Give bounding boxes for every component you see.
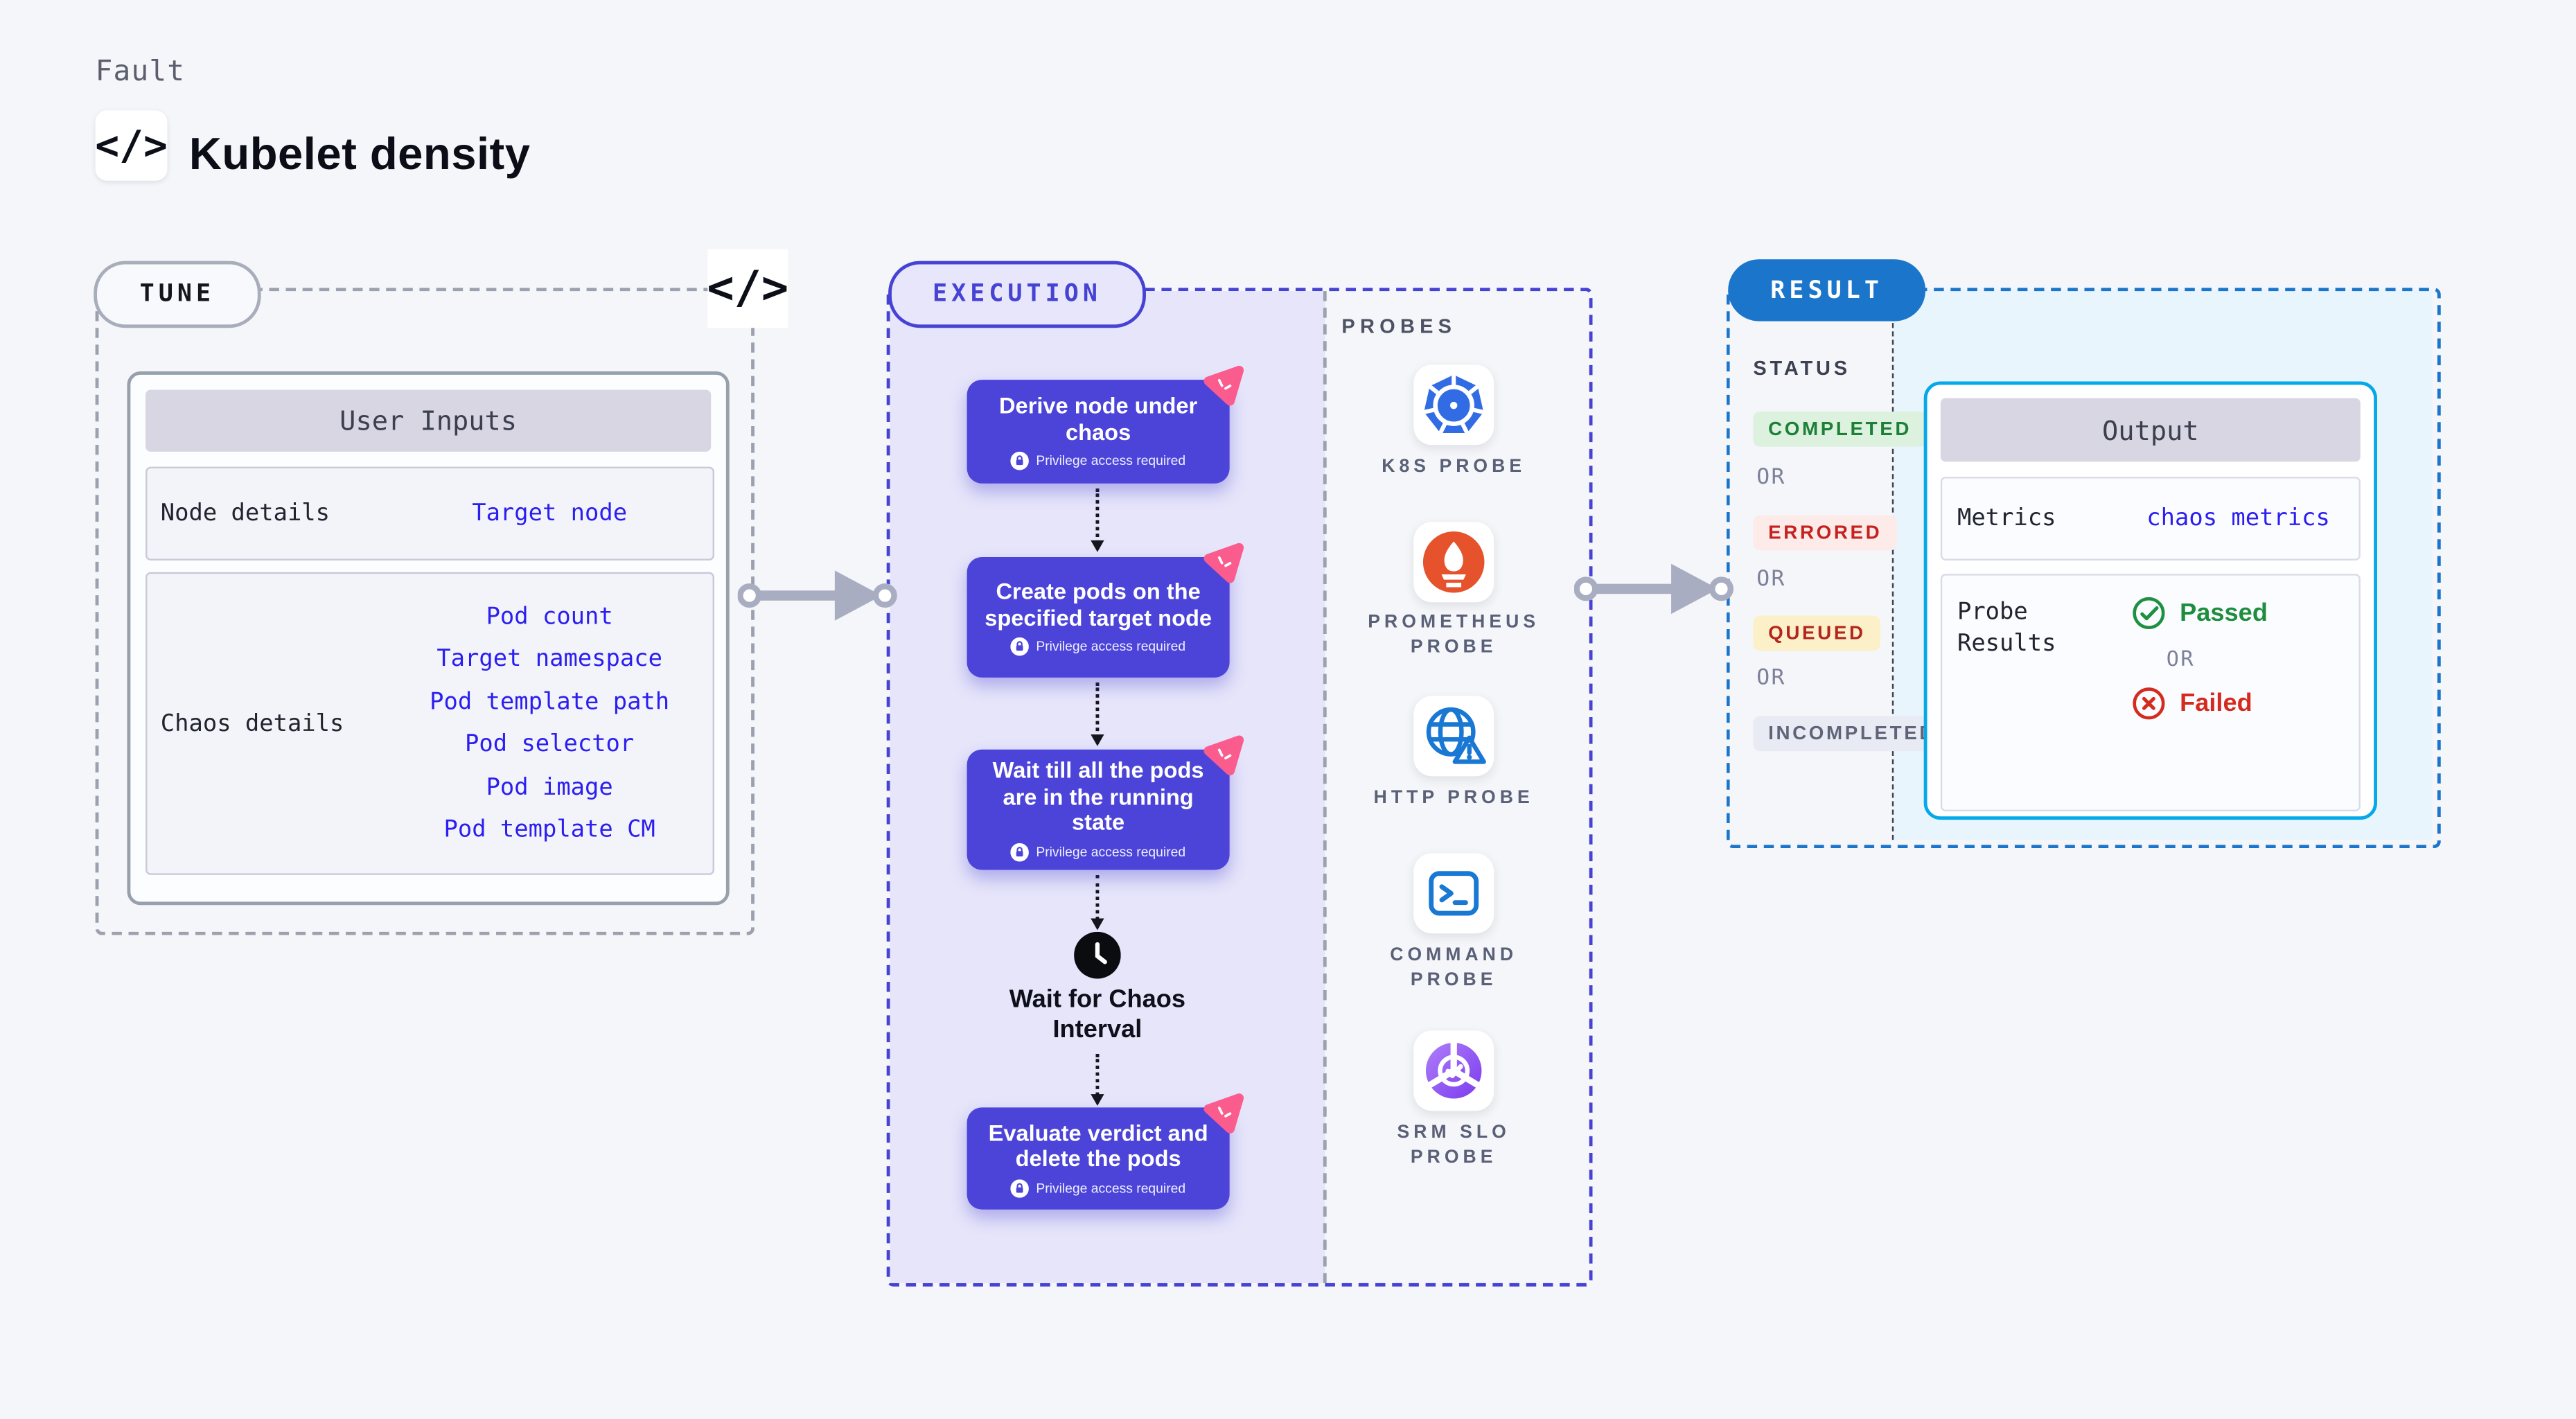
flow-dotted-arrow — [1091, 1054, 1104, 1106]
code-icon-glyph: </> — [95, 122, 168, 169]
chaos-details-label: Chaos details — [160, 710, 344, 737]
srm-slo-probe-label: SRM SLO PROBE — [1397, 1122, 1510, 1168]
privilege-label: Privilege access required — [1036, 844, 1186, 860]
probe-results-label: Probe Results — [1957, 599, 2056, 658]
chaos-experiment-icon — [1203, 365, 1244, 406]
lock-icon — [1011, 637, 1030, 656]
kubernetes-icon — [1423, 374, 1485, 434]
http-probe-card — [1413, 696, 1494, 777]
clock-icon — [1074, 931, 1121, 979]
or-separator: OR — [1756, 567, 1786, 592]
output-header: Output — [1940, 398, 2361, 462]
target-node-link[interactable]: Target node — [472, 500, 628, 527]
lock-icon — [1011, 1179, 1030, 1197]
metrics-row: Metrics chaos metrics — [1940, 477, 2361, 561]
k8s-probe-card — [1413, 364, 1494, 446]
pod-image-link[interactable]: Pod image — [486, 774, 613, 801]
command-probe-label: COMMAND PROBE — [1390, 945, 1518, 991]
step-title: Evaluate verdict and delete the pods — [988, 1120, 1208, 1172]
node-details-row: Node details Target node — [145, 466, 714, 561]
status-badge-completed: COMPLETED — [1753, 411, 1927, 447]
or-separator: OR — [1756, 465, 1786, 491]
metrics-label: Metrics — [1957, 504, 2056, 531]
code-icon: </> — [95, 110, 168, 181]
chaos-metrics-link[interactable]: chaos metrics — [2146, 505, 2330, 532]
tune-pill: TUNE — [94, 261, 261, 328]
pod-template-cm-link[interactable]: Pod template CM — [443, 816, 655, 844]
privilege-label: Privilege access required — [1036, 453, 1186, 469]
flow-dotted-arrow — [1091, 682, 1104, 746]
probes-lane-divider — [1323, 291, 1327, 1283]
http-globe-warning-icon — [1426, 707, 1486, 764]
passed-label: Passed — [2180, 599, 2268, 628]
check-circle-icon — [2133, 597, 2165, 629]
node-details-label: Node details — [160, 500, 330, 527]
k8s-probe-label: K8S PROBE — [1382, 457, 1526, 477]
user-inputs-card: User Inputs Node details Target node Cha… — [127, 371, 730, 906]
tune-section — [95, 288, 755, 935]
flow-arrow-execution-to-result — [1574, 563, 1734, 615]
output-card: Output Metrics chaos metrics Probe Resul… — [1923, 381, 2378, 820]
chaos-experiment-icon — [1203, 735, 1244, 776]
user-inputs-header: User Inputs — [145, 389, 712, 452]
verdict-failed: Failed — [2131, 686, 2252, 721]
pod-template-path-link[interactable]: Pod template path — [430, 689, 670, 716]
pod-count-link[interactable]: Pod count — [486, 603, 613, 631]
flow-dotted-arrow — [1091, 874, 1104, 931]
chaos-experiment-icon — [1203, 1093, 1244, 1134]
fault-eyebrow: Fault — [95, 55, 186, 89]
status-heading: STATUS — [1753, 356, 1851, 380]
chaos-experiment-icon — [1203, 543, 1244, 583]
result-pill: RESULT — [1728, 259, 1926, 321]
status-badge-errored: ERRORED — [1753, 515, 1898, 551]
chaos-details-row: Chaos details Pod count Target namespace… — [145, 572, 714, 875]
terminal-icon — [1429, 871, 1479, 916]
result-divider — [1891, 289, 1894, 840]
step-title: Wait till all the pods are in the runnin… — [992, 758, 1204, 836]
http-probe-label: HTTP PROBE — [1373, 788, 1534, 809]
target-namespace-link[interactable]: Target namespace — [436, 646, 662, 673]
or-separator: OR — [1756, 665, 1786, 691]
lock-icon — [1011, 451, 1030, 470]
step-derive-node: Derive node under chaos Privilege access… — [967, 365, 1244, 484]
prometheus-icon — [1422, 531, 1485, 593]
status-badge-queued: QUEUED — [1753, 615, 1881, 651]
step-title: Create pods on the specified target node — [985, 579, 1212, 631]
privilege-label: Privilege access required — [1036, 1180, 1186, 1196]
failed-label: Failed — [2180, 689, 2252, 718]
verdict-passed: Passed — [2131, 596, 2268, 631]
command-probe-card — [1413, 853, 1494, 934]
step-wait-pods-running: Wait till all the pods are in the runnin… — [967, 735, 1244, 870]
status-badge-incompleted: INCOMPLETED — [1753, 716, 1951, 752]
tune-code-icon: </> — [707, 249, 788, 328]
pod-selector-link[interactable]: Pod selector — [465, 731, 635, 759]
flow-arrow-tune-to-execution — [737, 570, 897, 621]
execution-pill: EXECUTION — [888, 261, 1146, 328]
lock-icon — [1011, 843, 1030, 861]
srm-slo-probe-card — [1413, 1030, 1494, 1111]
x-circle-icon — [2133, 687, 2165, 720]
tune-code-icon-glyph: </> — [707, 263, 789, 315]
slo-donut-check-icon — [1425, 1041, 1482, 1099]
wait-for-chaos-interval-label: Wait for Chaos Interval — [1009, 985, 1186, 1044]
step-evaluate-verdict: Evaluate verdict and delete the pods Pri… — [967, 1093, 1244, 1210]
probes-heading: PROBES — [1341, 314, 1457, 338]
prometheus-probe-card — [1413, 522, 1494, 603]
page-title: Kubelet density — [188, 128, 531, 179]
probe-results-row: Probe Results Passed OR Failed — [1940, 574, 2361, 812]
or-separator: OR — [2166, 645, 2195, 671]
prometheus-probe-label: PROMETHEUS PROBE — [1368, 612, 1540, 658]
result-section — [1726, 288, 2441, 849]
step-create-pods: Create pods on the specified target node… — [967, 543, 1244, 678]
privilege-label: Privilege access required — [1036, 639, 1186, 655]
step-title: Derive node under chaos — [999, 393, 1198, 445]
flow-dotted-arrow — [1091, 488, 1104, 552]
